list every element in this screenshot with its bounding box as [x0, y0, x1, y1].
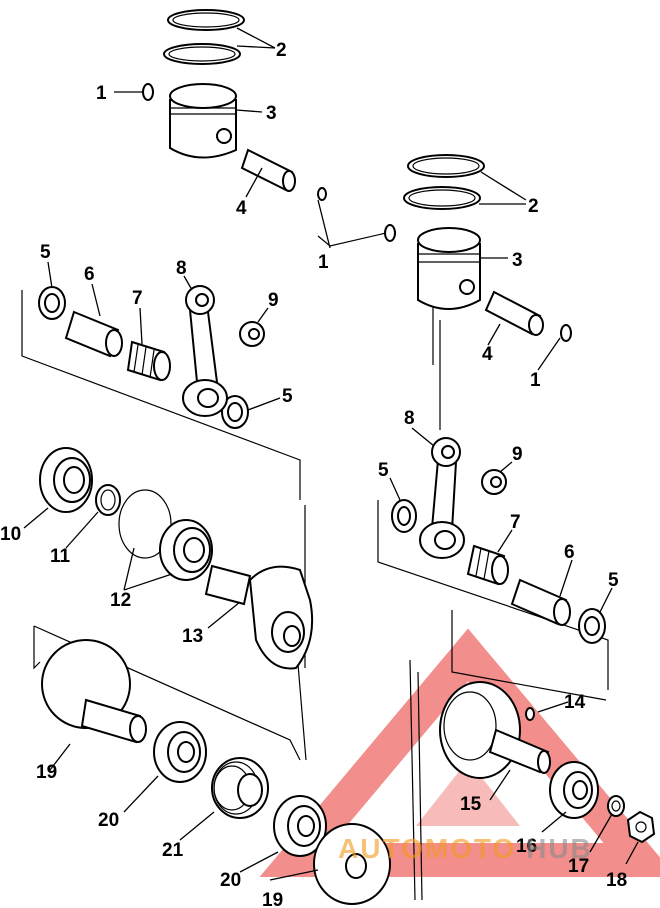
callout-5-left-top: 5 — [40, 242, 51, 263]
left-big-end-bearing — [126, 340, 171, 382]
callout-17: 17 — [568, 856, 589, 877]
leader-lines — [23, 27, 639, 881]
callout-1-right: 1 — [530, 370, 541, 391]
left-rod-washer — [38, 286, 249, 429]
left-piston-pin-clip — [142, 83, 154, 101]
callout-14: 14 — [564, 692, 586, 713]
callout-3-right: 3 — [512, 250, 523, 271]
lower-main-bearing-2 — [273, 795, 327, 857]
callout-20-lower: 20 — [220, 870, 241, 891]
callout-1-top-left: 1 — [96, 83, 107, 104]
left-connecting-rod — [182, 285, 228, 417]
left-crank-pin — [64, 310, 123, 358]
callout-5-right-top: 5 — [378, 460, 389, 481]
callout-9-right: 9 — [512, 444, 523, 465]
right-piston-pin-clip — [384, 224, 572, 342]
right-connecting-rod — [419, 437, 465, 559]
right-small-end-bearing — [481, 469, 507, 495]
lower-main-bearing-1 — [153, 721, 207, 783]
left-piston-rings — [163, 9, 245, 65]
callout-2-top-left: 2 — [276, 40, 287, 61]
callout-20-upper: 20 — [98, 810, 119, 831]
left-flywheel — [41, 639, 147, 744]
left-oil-seal — [39, 447, 93, 513]
right-washer — [607, 795, 625, 817]
callout-19-upper: 19 — [36, 762, 57, 783]
callout-4-top-left: 4 — [236, 198, 247, 219]
right-rod-washer — [391, 499, 606, 644]
right-piston-rings — [403, 154, 485, 210]
right-main-bearing — [549, 761, 599, 819]
callout-12: 12 — [110, 590, 131, 611]
callout-13: 13 — [182, 626, 203, 647]
right-big-end-bearing — [466, 544, 509, 586]
right-flywheel-lower — [313, 823, 391, 905]
callout-6-left: 6 — [84, 264, 95, 285]
callout-11: 11 — [50, 546, 71, 567]
callout-10: 10 — [0, 524, 21, 545]
callout-1-middle: 1 — [318, 252, 329, 273]
left-piston — [169, 83, 237, 159]
center-seal — [211, 757, 269, 819]
callout-2-right: 2 — [528, 196, 539, 217]
callout-21: 21 — [162, 840, 184, 861]
callout-15: 15 — [460, 794, 482, 815]
callout-4-right: 4 — [482, 344, 493, 365]
left-small-end-bearing — [239, 321, 265, 347]
callout-19-lower: 19 — [262, 890, 283, 908]
callout-5-left-bottom: 5 — [282, 386, 293, 407]
callout-8-left: 8 — [176, 258, 187, 279]
watermark-text-part1: AUTOMOTO — [338, 833, 516, 864]
woodruff-key — [525, 707, 535, 721]
right-piston — [417, 227, 481, 310]
watermark-text: AUTOMOTO HUB — [338, 833, 593, 864]
callout-5-right-bottom: 5 — [608, 570, 619, 591]
right-crank-pin — [510, 578, 571, 626]
left-crank-half — [204, 564, 314, 670]
callout-6-right: 6 — [564, 542, 575, 563]
callout-8-right: 8 — [404, 408, 415, 429]
callout-18: 18 — [606, 870, 627, 891]
left-snap-ring — [95, 484, 121, 516]
callout-9-left: 9 — [268, 290, 279, 311]
watermark-text-part2: HUB — [526, 833, 593, 864]
right-crank-half — [439, 681, 551, 779]
right-piston-pin — [484, 290, 544, 336]
bearing-retaining-rings — [118, 489, 172, 559]
callout-3-top-left: 3 — [266, 103, 277, 124]
crank-nut — [626, 810, 656, 844]
svg-text:AUTOMOTO HUB: AUTOMOTO HUB — [338, 833, 593, 864]
watermark-logo — [259, 628, 660, 877]
callout-7-left: 7 — [132, 288, 143, 309]
left-piston-pin — [240, 148, 327, 201]
callout-16: 16 — [516, 836, 537, 857]
left-main-bearing — [159, 519, 213, 581]
callout-7-right: 7 — [510, 512, 521, 533]
callout-labels: 1 2 3 4 1 2 3 4 1 5 6 7 8 9 5 8 9 5 7 6 … — [0, 40, 627, 908]
